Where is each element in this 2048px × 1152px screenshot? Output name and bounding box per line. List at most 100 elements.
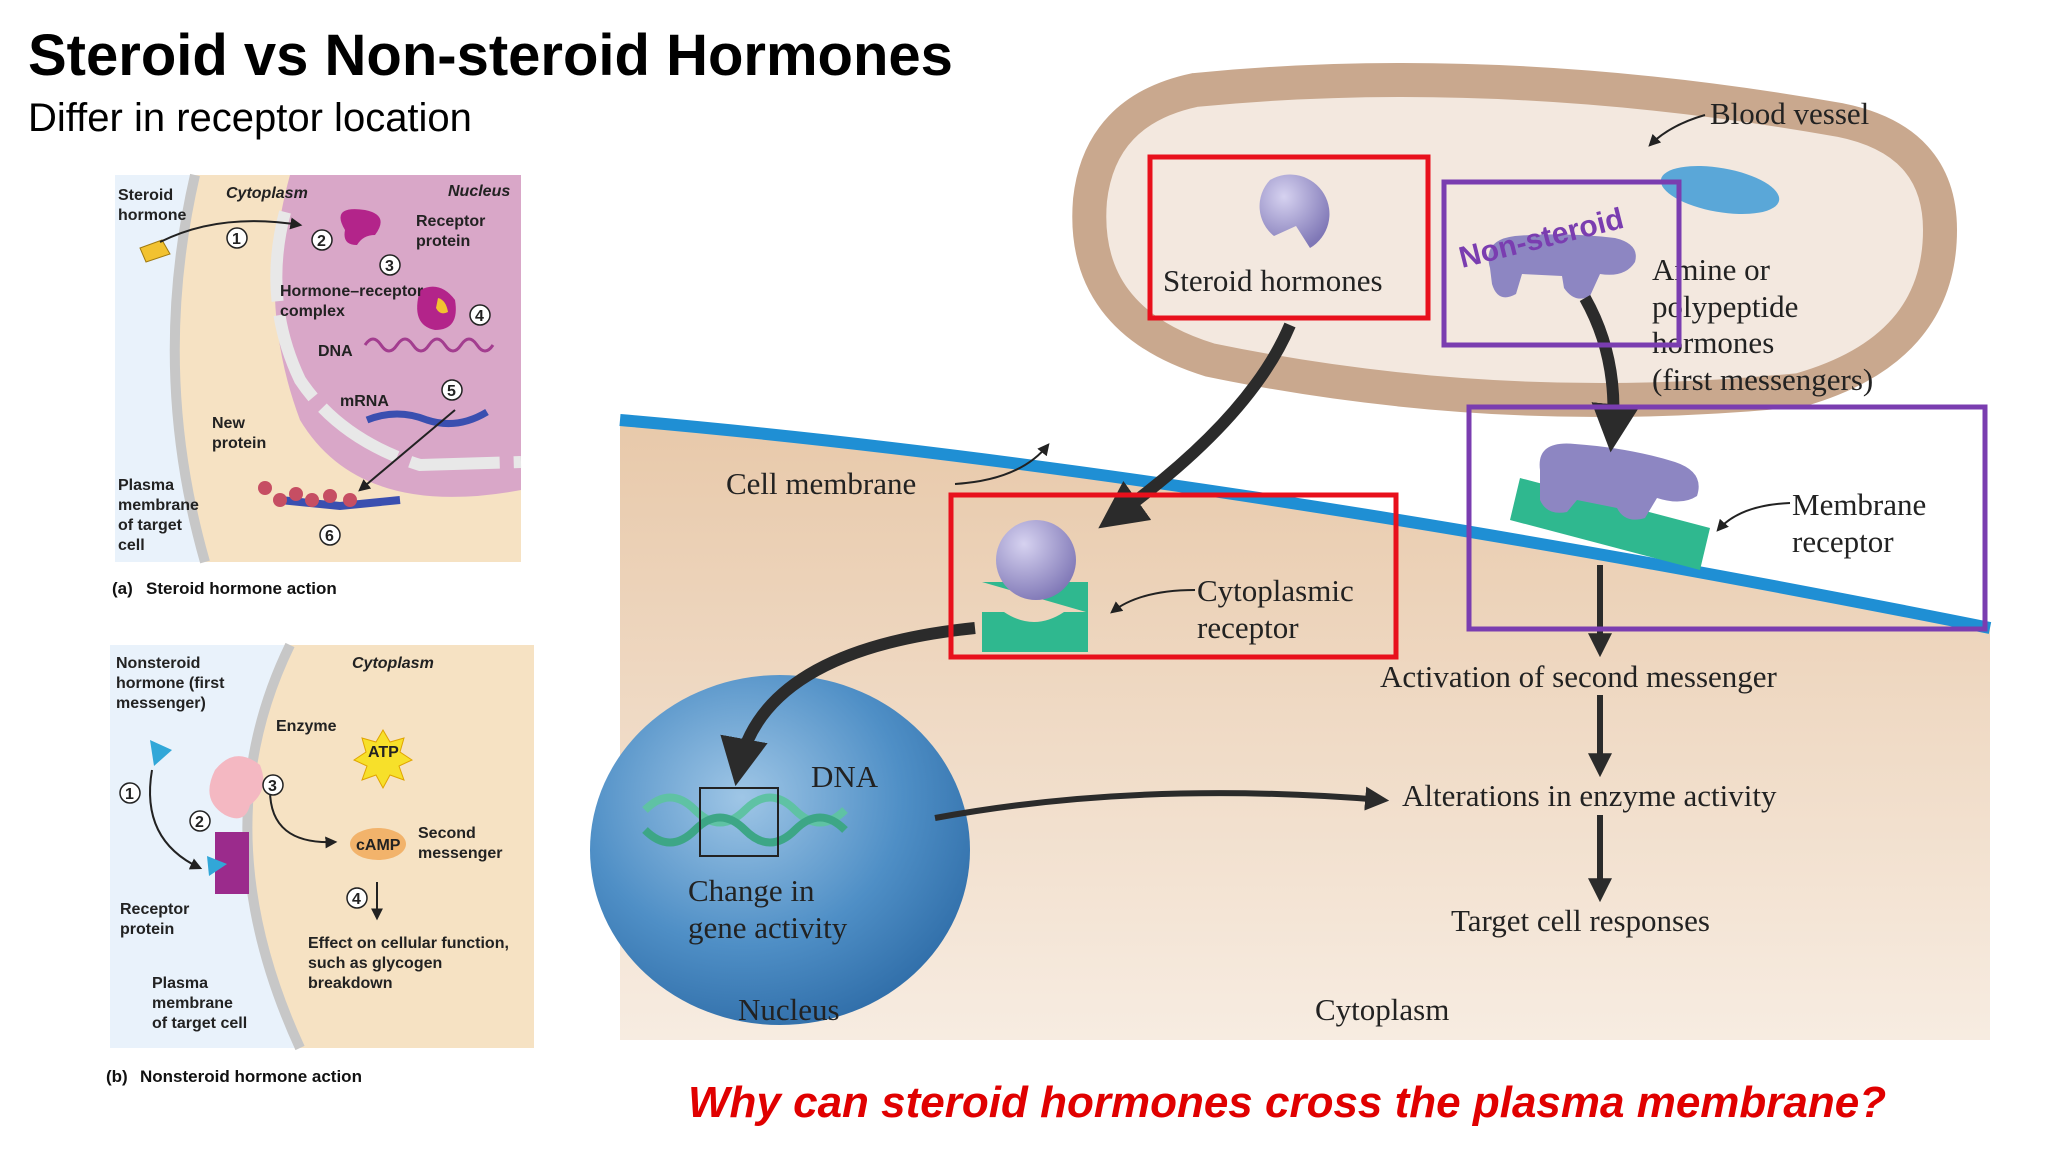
panel-b-step-2: 2 [195, 814, 204, 831]
highlight-nonsteroid-hormone [1441, 179, 1682, 348]
panel-b-receptor-label-2: protein [120, 921, 174, 938]
amine-label-4: (first messengers) [1652, 362, 1873, 397]
panel-a-step1-arrow [159, 217, 303, 243]
cytoplasmic-receptor-label-2: receptor [1197, 610, 1299, 645]
panel-a-complex-label-2: complex [280, 303, 345, 320]
gene-box [699, 787, 779, 857]
question-text: Why can steroid hormones cross the plasm… [688, 1078, 1887, 1127]
panel-a-new-protein-beads [258, 481, 357, 507]
highlight-cytoplasmic-receptor [948, 492, 1399, 660]
blood-vessel-label: Blood vessel [1710, 96, 1869, 131]
panel-b-effect-label-2: such as glycogen [308, 955, 442, 972]
panel-a-receptor-label-1: Receptor [416, 213, 485, 230]
panel-a-membrane-label-3: of target [118, 517, 183, 534]
cell-membrane-label: Cell membrane [726, 466, 916, 501]
panel-a-new-protein-label-2: protein [212, 435, 266, 452]
dna-strand-2 [642, 813, 848, 847]
pointer-membrane-receptor [1716, 502, 1791, 532]
panel-b-hormone-label-2: hormone (first [116, 675, 225, 692]
gene-activity-label-1: Change in [688, 873, 815, 908]
highlight-steroid-hormones [1147, 154, 1431, 321]
target-responses-label: Target cell responses [1451, 903, 1710, 938]
panel-a-membrane-label-4: cell [118, 537, 145, 554]
cytoplasm-label: Cytoplasm [1315, 992, 1449, 1027]
panel-b-membrane-label-3: of target cell [152, 1015, 247, 1032]
membrane-receptor-label-2: receptor [1792, 524, 1894, 559]
panel-a-steroid-label-1: Steroid [118, 187, 173, 204]
panel-b-effect-label-1: Effect on cellular function, [308, 935, 509, 952]
panel-a-step5-arrow [358, 409, 456, 492]
panel-b-atp-burst [352, 729, 414, 790]
highlight-membrane-receptor [1466, 404, 1988, 632]
panel-a-mrna-strand [365, 408, 489, 428]
panel-a-step-3: 3 [385, 258, 394, 275]
panel-a-step-6: 6 [325, 528, 334, 545]
arrow-receptor-to-nucleus [720, 622, 976, 787]
nucleus-shape [590, 675, 970, 1025]
panel-b-step-4: 4 [352, 891, 361, 908]
panel-b-caption: Nonsteroid hormone action [140, 1067, 362, 1086]
panel-a-step-2: 2 [317, 233, 326, 250]
bound-steroid-hormone [996, 520, 1076, 600]
amine-label-1: Amine or [1652, 252, 1771, 287]
panel-b-second-label-2: messenger [418, 845, 503, 862]
panel-b-enzyme-label: Enzyme [276, 718, 337, 735]
gene-activity-label-2: gene activity [688, 910, 848, 945]
panel-a-caption: Steroid hormone action [146, 579, 337, 598]
arrow-dna-to-enzyme [934, 786, 1390, 821]
panel-b-hormone-label-3: messenger) [116, 695, 206, 712]
panel-a-step-5: 5 [447, 383, 456, 400]
panel-a-dna-label: DNA [318, 343, 353, 360]
panel-b-nonsteroid-action: Nonsteroid hormone (first messenger) Cyt… [106, 642, 535, 1086]
panel-b-atp-label: ATP [368, 744, 399, 761]
pointer-cell-membrane [954, 443, 1050, 485]
panel-a-nucleus-label: Nucleus [448, 183, 510, 200]
panel-b-step3-arrow [269, 789, 338, 849]
membrane-receptor-label-1: Membrane [1792, 487, 1926, 522]
slide-subtitle: Differ in receptor location [28, 96, 472, 140]
panel-a-receptor-shape [340, 209, 381, 245]
amine-label-2: polypeptide [1652, 289, 1798, 324]
panel-b-camp-oval [350, 828, 406, 860]
panel-b-cytoplasm-label: Cytoplasm [352, 655, 434, 672]
panel-a-plasma-membrane [169, 173, 210, 564]
panel-a-complex-label-1: Hormone–receptor [280, 283, 423, 300]
panel-a-new-protein-label-1: New [212, 415, 245, 432]
panel-a-caption-letter: (a) [112, 579, 133, 598]
panel-b-membrane-label-2: membrane [152, 995, 233, 1012]
enzyme-activity-label: Alterations in enzyme activity [1402, 778, 1777, 813]
panel-a-nuclear-envelope [270, 210, 522, 472]
panel-a-cytoplasm-label: Cytoplasm [226, 185, 308, 202]
panel-a-membrane-label-1: Plasma [118, 477, 174, 494]
blood-cell [1660, 165, 1780, 215]
panel-b-effect-label-3: breakdown [308, 975, 392, 992]
second-messenger-label: Activation of second messenger [1380, 659, 1778, 694]
panel-b-second-label-1: Second [418, 825, 476, 842]
panel-b-camp-label: cAMP [356, 837, 401, 854]
panel-b-bound-hormone [207, 856, 227, 876]
nucleus-label: Nucleus [738, 992, 840, 1027]
nucleus-dna-label: DNA [811, 759, 879, 794]
panel-a-mrna-label: mRNA [340, 393, 389, 410]
nonsteroid-hormone-shape [1488, 234, 1636, 299]
panel-a-dna-helix [363, 337, 495, 353]
panel-a-step-1: 1 [232, 231, 241, 248]
panel-a-ribosome-mrna [279, 496, 401, 511]
panel-b-step-1: 1 [125, 786, 134, 803]
panel-a-membrane-label-2: membrane [118, 497, 199, 514]
pointer-blood-vessel [1648, 114, 1706, 147]
arrow-nonsteroid-to-receptor [1579, 295, 1640, 453]
bound-nonsteroid-hormone [1539, 443, 1699, 520]
cytoplasmic-receptor-label-1: Cytoplasmic [1197, 573, 1354, 608]
steroid-hormones-label: Steroid hormones [1163, 263, 1383, 298]
panel-a-steroid-action: Steroid hormone Cytoplasm Nucleus Recept… [112, 173, 522, 598]
panel-b-step-3: 3 [268, 778, 277, 795]
panel-b-step1-arrow [149, 769, 203, 870]
slide-title: Steroid vs Non-steroid Hormones [28, 23, 953, 88]
panel-b-caption-letter: (b) [106, 1067, 128, 1086]
panel-b-hormone-shape [150, 740, 172, 766]
panel-a-complex-hormone [436, 298, 448, 314]
panel-a-steroid-hormone-shape [139, 239, 171, 263]
panel-a-steroid-label-2: hormone [118, 207, 187, 224]
